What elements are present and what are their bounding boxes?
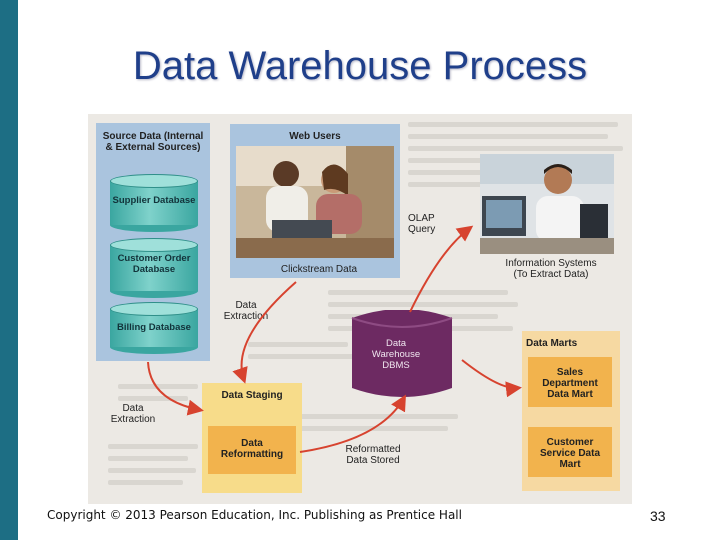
information-systems-label: Information Systems (To Extract Data)	[505, 258, 597, 280]
slide-title: Data Warehouse Process	[132, 44, 588, 88]
clickstream-label: Clickstream Data	[280, 264, 358, 275]
page-number: 33	[650, 508, 666, 524]
data-staging-label: Data Staging	[221, 390, 283, 401]
dbms-label: Data Warehouse DBMS	[371, 338, 421, 371]
source-data-title: Source Data (Internal & External Sources…	[102, 131, 204, 153]
data-warehouse-dbms	[351, 310, 453, 397]
copyright-text: Copyright © 2013 Pearson Education, Inc.…	[47, 508, 462, 522]
supplier-database	[110, 174, 198, 234]
billing-database	[110, 302, 198, 356]
data-extraction-left-label: Data Extraction	[110, 403, 156, 425]
arrow-billing-to-staging	[147, 361, 204, 416]
data-reformatting-label: Data Reformatting	[220, 438, 284, 460]
customer-order-database	[110, 238, 198, 300]
left-accent-bar	[0, 0, 18, 540]
supplier-database-label: Supplier Database	[112, 195, 196, 206]
data-extraction-top-label: Data Extraction	[223, 300, 269, 322]
arrow-clickstream-to-staging	[232, 281, 297, 384]
arrow-dbms-to-information	[409, 225, 474, 313]
information-systems-photo	[480, 154, 614, 254]
customer-order-database-label: Customer Order Database	[117, 253, 191, 275]
web-users-photo	[236, 146, 394, 258]
customer-service-data-mart-label: Customer Service Data Mart	[539, 437, 601, 470]
arrow-dbms-to-marts	[461, 359, 522, 398]
reformatted-data-label: Reformatted Data Stored	[345, 444, 401, 466]
olap-query-label: OLAP Query	[408, 213, 436, 235]
data-reformatting-box	[208, 426, 296, 474]
arrow-reformatted-to-dbms	[299, 394, 406, 453]
web-users-label: Web Users	[289, 131, 341, 142]
sales-data-mart-label: Sales Department Data Mart	[542, 367, 598, 400]
billing-database-label: Billing Database	[117, 322, 191, 333]
sales-data-mart	[528, 357, 612, 407]
customer-service-data-mart	[528, 427, 612, 477]
data-marts-label: Data Marts	[526, 338, 578, 349]
